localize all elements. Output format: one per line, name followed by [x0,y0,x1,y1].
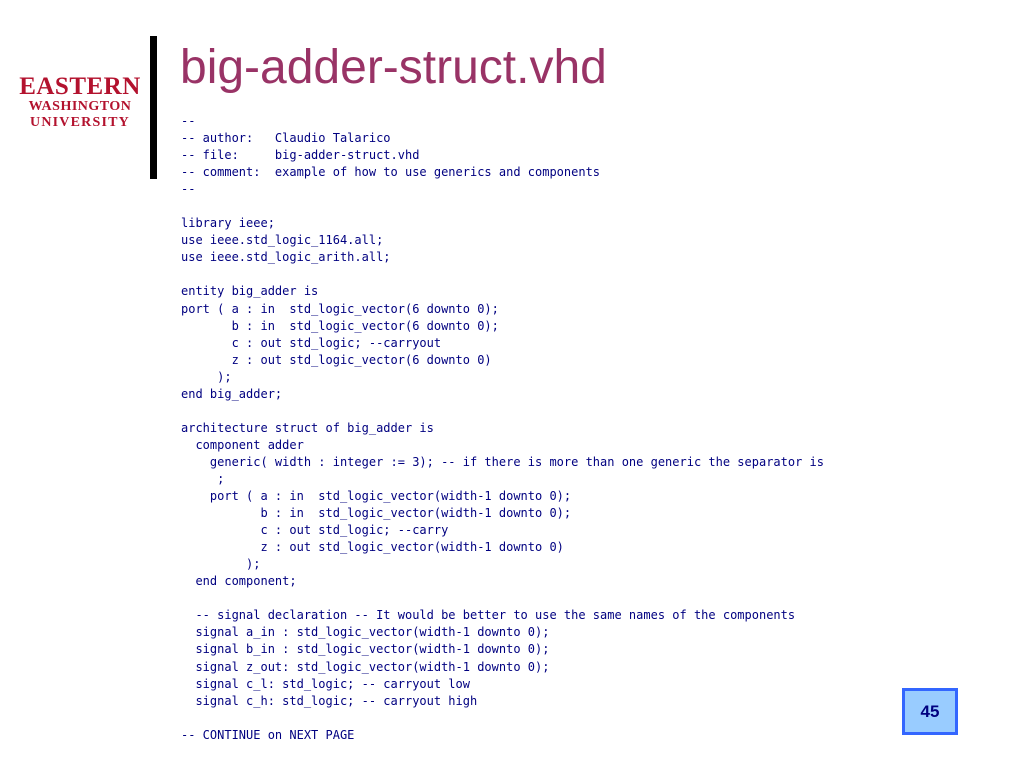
code-line [181,711,188,725]
slide-title: big-adder-struct.vhd [180,41,607,94]
code-listing: -- -- author: Claudio Talarico -- file: … [181,113,824,744]
code-line: -- [181,114,196,128]
code-line [181,591,188,605]
code-line: ); [181,369,232,384]
code-line: -- signal declaration -- It would be bet… [181,608,796,623]
page-number-box: 45 [902,688,958,735]
code-line: b : in std_logic_vector(width-1 downto 0… [181,506,572,521]
code-line: signal z_out: std_logic_vector(width-1 d… [181,659,550,674]
code-line: use ieee.std_logic_1164.all; [181,233,384,248]
code-line: -- file: big-adder-struct.vhd [181,148,420,163]
code-line: signal b_in : std_logic_vector(width-1 d… [181,642,550,657]
code-line: b : in std_logic_vector(6 downto 0); [181,318,499,333]
code-line [181,404,188,418]
code-line: signal c_l: std_logic; -- carryout low [181,676,470,691]
code-line: -- [181,182,196,197]
code-line: use ieee.std_logic_arith.all; [181,250,391,265]
code-line: generic( width : integer := 3); -- if th… [181,454,824,469]
code-line: library ieee; [181,216,275,231]
code-line: architecture struct of big_adder is [181,420,434,435]
code-line: -- author: Claudio Talarico [181,131,391,146]
university-logo: EASTERN WASHINGTON UNIVERSITY [18,74,142,130]
code-line: ); [181,557,261,572]
code-line: z : out std_logic_vector(6 downto 0) [181,352,492,367]
code-line: -- CONTINUE on NEXT PAGE [181,727,355,742]
code-line: -- comment: example of how to use generi… [181,165,601,180]
vertical-divider [150,36,157,179]
code-line: component adder [181,437,304,452]
code-line: port ( a : in std_logic_vector(6 downto … [181,301,499,316]
code-line: signal c_h: std_logic; -- carryout high [181,693,478,708]
code-line: entity big_adder is [181,284,319,299]
code-line [181,199,188,213]
page-number: 45 [920,701,940,721]
code-line: c : out std_logic; --carry [181,523,449,538]
code-line: end big_adder; [181,386,283,401]
logo-line-eastern: EASTERN [19,73,141,100]
code-line: port ( a : in std_logic_vector(width-1 d… [181,489,572,504]
code-line: signal a_in : std_logic_vector(width-1 d… [181,625,550,640]
code-line: end component; [181,574,297,589]
code-line: z : out std_logic_vector(width-1 downto … [181,540,564,555]
code-line [181,267,188,281]
code-line: ; [181,471,225,486]
code-line: c : out std_logic; --carryout [181,335,442,350]
logo-line-university: UNIVERSITY [30,115,130,130]
logo-line-washington: WASHINGTON [28,99,132,114]
